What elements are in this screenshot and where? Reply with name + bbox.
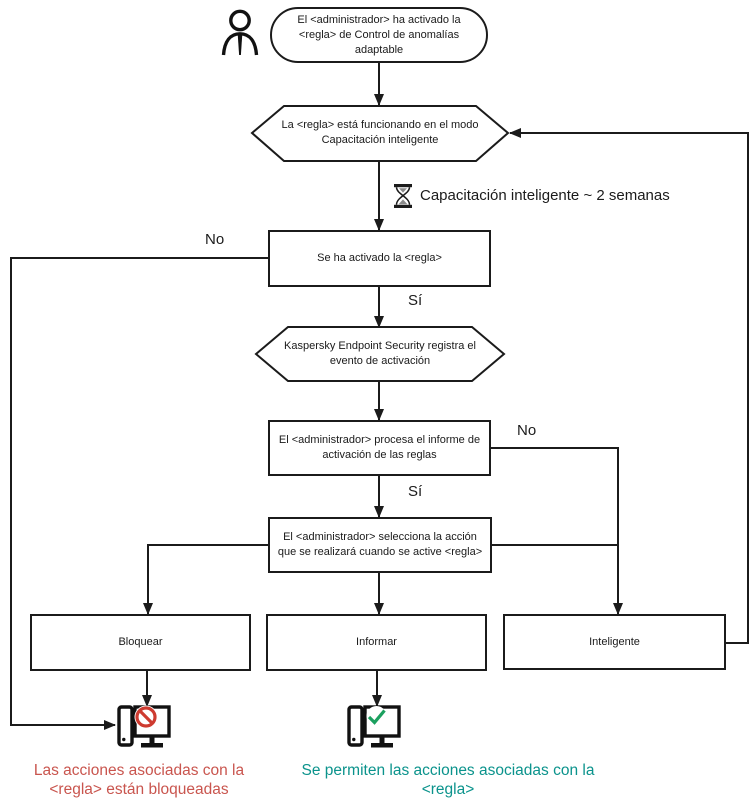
node-action-smart: Inteligente [503, 614, 726, 670]
node-action-block-label: Bloquear [118, 636, 163, 648]
label-yes-first: Sí [408, 292, 423, 309]
node-admin-selects-label: El <administrador> selecciona la acción … [277, 531, 483, 558]
arrow-selects-to-block [143, 544, 268, 615]
node-admin-processes-label: El <administrador> procesa el informe de… [278, 434, 481, 461]
node-action-block: Bloquear [30, 614, 251, 671]
hexagon-event-registered-label: Kaspersky Endpoint Security registra el … [266, 330, 494, 378]
caption-blocked: Las acciones asociadas con la <regla> es… [33, 762, 245, 798]
node-action-smart-label: Inteligente [589, 635, 640, 648]
computer-blocked-icon [117, 705, 171, 748]
label-yes-second: Sí [408, 483, 423, 500]
prohibition-icon [134, 705, 158, 729]
label-no-left: No [205, 231, 225, 248]
node-start: El <administrador> ha activado la <regla… [270, 7, 488, 63]
label-no-right: No [517, 422, 537, 439]
hexagon-event-registered-text: Kaspersky Endpoint Security registra el … [284, 340, 476, 367]
hexagon-training-mode-text: La <regla> está funcionando en el modo C… [281, 119, 479, 146]
hourglass-icon [394, 184, 412, 208]
node-action-inform: Informar [266, 614, 487, 671]
arrow-no-loop-to-blocked [10, 257, 268, 730]
caption-allowed: Se permiten las acciones asociadas con l… [301, 762, 595, 798]
administrator-icon [221, 9, 259, 56]
node-admin-selects: El <administrador> selecciona la acción … [268, 517, 492, 573]
node-rule-triggered: Se ha activado la <regla> [268, 230, 491, 287]
hexagon-event-registered [254, 326, 506, 382]
node-action-inform-label: Informar [356, 636, 397, 648]
check-icon [366, 706, 387, 726]
hexagon-training-mode [250, 105, 510, 162]
hexagon-training-mode-label: La <regla> está funcionando en el modo C… [262, 108, 498, 158]
node-rule-triggered-label: Se ha activado la <regla> [317, 252, 442, 264]
arrow-no-to-smart [491, 447, 623, 615]
connectors [10, 63, 749, 730]
node-admin-processes: El <administrador> procesa el informe de… [268, 420, 491, 476]
node-start-label: El <administrador> ha activado la <regla… [297, 13, 461, 56]
arrow-smart-loop-to-training [509, 128, 749, 644]
computer-allowed-icon [347, 705, 401, 748]
timer-label: Capacitación inteligente ~ 2 semanas [420, 187, 670, 204]
